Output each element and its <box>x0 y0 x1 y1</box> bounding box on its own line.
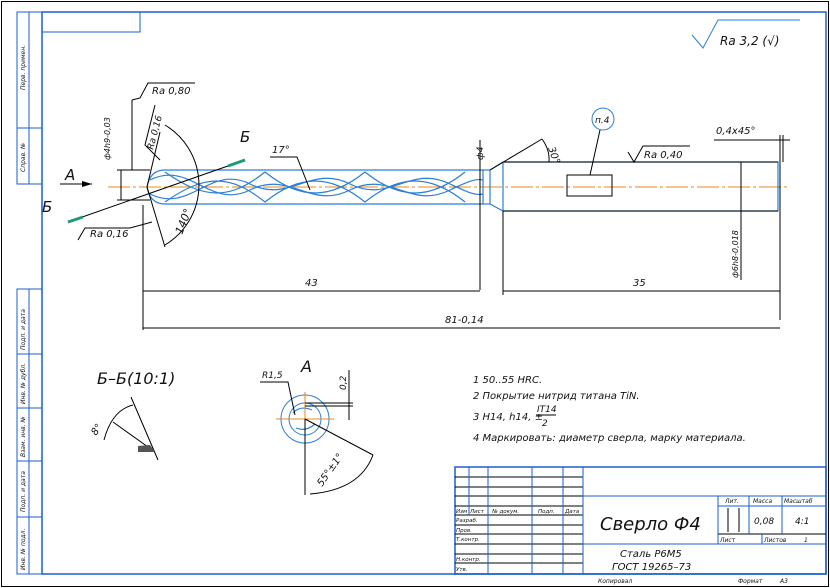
general-roughness: Ra 3,2 (√) <box>691 19 800 49</box>
svg-text:1 50..55 HRC.: 1 50..55 HRC. <box>473 375 542 386</box>
svg-text:Подп.: Подп. <box>538 509 555 515</box>
svg-text:A3: A3 <box>779 578 788 585</box>
svg-text:2 Покрытие нитрид титана TiN.: 2 Покрытие нитрид титана TiN. <box>473 391 640 402</box>
svg-text:Дата: Дата <box>564 509 580 515</box>
svg-text:55°±1°: 55°±1° <box>315 452 346 489</box>
svg-text:IT14: IT14 <box>537 405 557 415</box>
svg-text:Копировал: Копировал <box>598 578 632 585</box>
stamp-label: Справ. № <box>20 143 27 172</box>
stamp-label: Инв. № дубл. <box>20 363 27 404</box>
side-stamp-bottom: Подп. и дата Инв. № дубл. Взам. инв. № П… <box>16 288 43 575</box>
view-a: А R1,5 0,2 55°±1° <box>260 357 374 495</box>
stamp-label: Подп. и дата <box>20 309 27 350</box>
svg-text:Ra 0,16: Ra 0,16 <box>90 229 129 240</box>
section-mark-line <box>67 215 84 224</box>
svg-text:Пров.: Пров. <box>456 528 472 534</box>
svg-text:№ докум.: № докум. <box>491 509 519 515</box>
svg-text:1: 1 <box>804 537 808 544</box>
svg-text:3 H14, h14, ±: 3 H14, h14, ± <box>473 412 543 423</box>
stamp-label: Инв. № подл. <box>20 529 27 570</box>
svg-text:ф4: ф4 <box>476 146 486 160</box>
svg-text:140°: 140° <box>173 207 195 236</box>
drill-main-view: Б Б А ф4h9-0,03 Ra 0,80 Ra 0,16 Ra 0,16 … <box>42 82 790 330</box>
svg-text:Ra 0,16: Ra 0,16 <box>146 114 165 150</box>
svg-text:Т.контр.: Т.контр. <box>456 537 480 543</box>
svg-text:Ra 0,40: Ra 0,40 <box>644 150 683 161</box>
svg-text:R1,5: R1,5 <box>262 371 283 381</box>
stamp-label: Подп. и дата <box>20 471 27 512</box>
svg-text:43: 43 <box>305 278 318 289</box>
side-stamp-top: Перв. примен. Справ. № <box>16 11 43 185</box>
svg-text:0,08: 0,08 <box>754 517 774 527</box>
svg-text:4 Маркировать: диаметр сверла,: 4 Маркировать: диаметр сверла, марку мат… <box>473 433 746 444</box>
section-view: Б–Б(10:1) 8° <box>89 369 175 461</box>
stamp-label: Перв. примен. <box>20 45 27 90</box>
drawing-title: Сверло Ф4 <box>600 514 701 535</box>
svg-text:Ra 3,2 (√): Ra 3,2 (√) <box>720 34 779 48</box>
svg-text:Б: Б <box>42 198 52 216</box>
svg-text:ГОСТ 19265–73: ГОСТ 19265–73 <box>612 562 691 573</box>
svg-text:Формат: Формат <box>738 578 763 585</box>
svg-text:Н.контр.: Н.контр. <box>456 557 481 563</box>
svg-text:Разраб.: Разраб. <box>456 518 478 524</box>
svg-text:17°: 17° <box>272 145 290 156</box>
technical-notes: 1 50..55 HRC. 2 Покрытие нитрид титана T… <box>473 375 746 444</box>
note-reference-bubble <box>591 107 615 131</box>
svg-text:30°: 30° <box>545 145 561 165</box>
svg-text:0,4x45°: 0,4x45° <box>716 126 756 137</box>
svg-text:А: А <box>64 166 75 184</box>
svg-text:8°: 8° <box>89 422 105 438</box>
svg-text:81-0,14: 81-0,14 <box>445 315 484 326</box>
svg-text:ф4h9-0,03: ф4h9-0,03 <box>103 117 112 160</box>
svg-text:35: 35 <box>633 278 646 289</box>
svg-text:Б: Б <box>240 128 250 146</box>
svg-text:Лист: Лист <box>469 509 485 515</box>
svg-text:ф6h8-0,018: ф6h8-0,018 <box>731 230 740 278</box>
stamp-label: Взам. инв. № <box>20 416 27 457</box>
svg-text:Масса: Масса <box>753 498 772 505</box>
section-mark-line <box>227 158 246 168</box>
svg-text:Лист: Лист <box>719 537 736 544</box>
svg-text:2: 2 <box>542 419 548 429</box>
svg-text:Масштаб: Масштаб <box>784 498 813 505</box>
svg-text:Утв.: Утв. <box>456 567 468 573</box>
svg-text:А: А <box>300 357 312 376</box>
svg-text:Б–Б(10:1): Б–Б(10:1) <box>97 369 175 388</box>
title-block: Изм Лист № докум. Подп. Дата Разраб. Про… <box>454 466 827 585</box>
svg-text:Сталь Р6М5: Сталь Р6М5 <box>620 549 682 560</box>
svg-text:0,2: 0,2 <box>339 375 349 390</box>
top-left-stamp <box>41 11 141 33</box>
svg-text:Лит.: Лит. <box>724 498 739 505</box>
marking-area <box>566 174 613 197</box>
svg-text:п.4: п.4 <box>595 116 610 126</box>
svg-text:Листов: Листов <box>763 537 787 544</box>
svg-text:4:1: 4:1 <box>795 517 809 527</box>
svg-text:Изм: Изм <box>456 509 467 515</box>
svg-text:Ra 0,80: Ra 0,80 <box>152 86 191 97</box>
